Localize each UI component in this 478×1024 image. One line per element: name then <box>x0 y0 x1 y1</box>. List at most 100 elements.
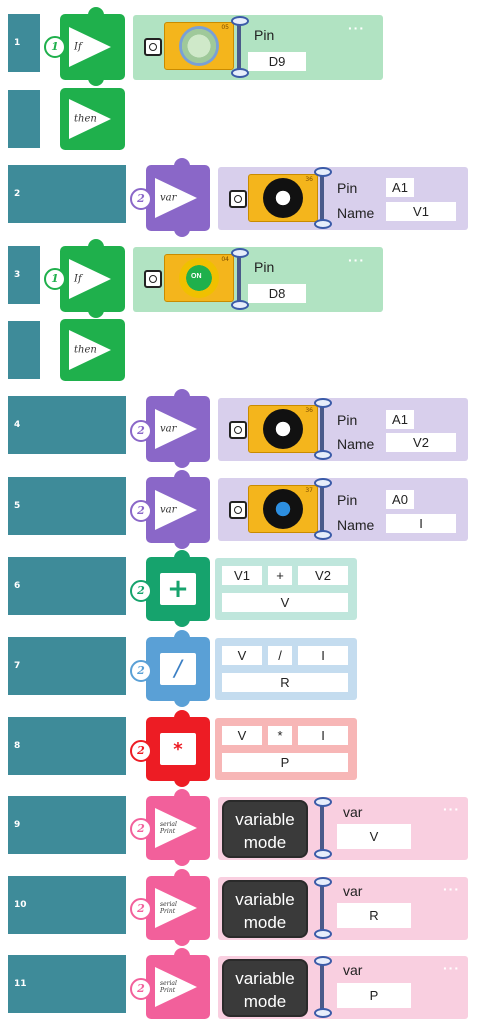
right-operand-field[interactable]: I <box>298 646 348 665</box>
device-switch-image: ON 04 <box>164 254 234 302</box>
left-operand-field[interactable]: V1 <box>222 566 262 585</box>
row-number-2[interactable]: 2 <box>8 165 126 223</box>
pin-label: Pin <box>254 27 275 43</box>
row-number-8[interactable]: 8 <box>8 717 126 775</box>
left-operand-field[interactable]: V <box>222 646 262 665</box>
var-value-field[interactable]: P <box>337 983 411 1008</box>
refresh-icon[interactable] <box>144 38 162 56</box>
result-field[interactable]: V <box>222 593 348 612</box>
play-triangle-icon <box>155 888 197 928</box>
refresh-icon[interactable] <box>144 270 162 288</box>
name-label: Name <box>337 517 375 533</box>
row-number-7[interactable]: 7 <box>8 637 126 695</box>
play-triangle-icon <box>155 178 197 218</box>
name-label: Name <box>337 205 375 221</box>
row-number-1-then[interactable] <box>8 90 40 148</box>
right-operand-field[interactable]: I <box>298 726 348 745</box>
var-block-5[interactable]: var <box>146 470 210 549</box>
badge-2: 2 <box>130 420 152 442</box>
badge-2: 2 <box>130 898 152 920</box>
pin-value-field[interactable]: A0 <box>386 490 414 509</box>
if-block-3[interactable]: If <box>60 239 125 318</box>
var-value-field[interactable]: R <box>337 903 411 928</box>
if-block-1[interactable]: If <box>60 7 125 86</box>
connector-icon <box>314 478 332 540</box>
row-number-3[interactable]: 3 <box>8 246 40 304</box>
badge-2: 2 <box>130 660 152 682</box>
connector-icon <box>314 877 332 939</box>
more-menu-icon[interactable]: ··· <box>348 252 365 268</box>
more-menu-icon[interactable]: ··· <box>443 881 460 897</box>
connector-icon <box>314 956 332 1018</box>
play-triangle-icon <box>69 27 111 67</box>
connector-icon <box>231 248 249 310</box>
device-voltmeter-image: 36 <box>248 405 318 453</box>
refresh-icon[interactable] <box>229 421 247 439</box>
play-triangle-icon <box>69 99 111 139</box>
right-operand-field[interactable]: V2 <box>298 566 348 585</box>
play-triangle-icon <box>155 808 197 848</box>
row-number-3-then[interactable] <box>8 321 40 379</box>
badge-2: 2 <box>130 500 152 522</box>
row-number-6[interactable]: 6 <box>8 557 126 615</box>
play-triangle-icon <box>69 259 111 299</box>
plus-icon: + <box>160 573 196 605</box>
var-block-4[interactable]: var <box>146 389 210 468</box>
asterisk-icon: * <box>160 733 196 765</box>
operator-field[interactable]: / <box>268 646 292 665</box>
badge-2: 2 <box>130 188 152 210</box>
more-menu-icon[interactable]: ··· <box>443 801 460 817</box>
row-number-5[interactable]: 5 <box>8 477 126 535</box>
var-label: var <box>343 883 363 899</box>
operator-field[interactable]: * <box>268 726 292 745</box>
var-value-field[interactable]: V <box>337 824 411 849</box>
play-triangle-icon <box>155 490 197 530</box>
divide-icon: / <box>160 653 196 685</box>
row-number-4[interactable]: 4 <box>8 396 126 454</box>
divide-block-7[interactable]: / <box>146 630 210 707</box>
connector-icon <box>314 398 332 460</box>
multiply-block-8[interactable]: * <box>146 710 210 787</box>
name-value-field[interactable]: V2 <box>386 433 456 452</box>
add-block-6[interactable]: + <box>146 550 210 627</box>
var-block-2[interactable]: var <box>146 158 210 237</box>
var-label: var <box>343 804 363 820</box>
refresh-icon[interactable] <box>229 190 247 208</box>
more-menu-icon[interactable]: ··· <box>348 20 365 36</box>
row-number-11[interactable]: 11 <box>8 955 126 1013</box>
pin-value-field[interactable]: D9 <box>248 52 306 71</box>
operator-field[interactable]: + <box>268 566 292 585</box>
row-number-10[interactable]: 10 <box>8 876 126 934</box>
pin-value-field[interactable]: A1 <box>386 410 414 429</box>
badge-2: 2 <box>130 818 152 840</box>
badge-2: 2 <box>130 978 152 1000</box>
play-triangle-icon <box>155 967 197 1007</box>
left-operand-field[interactable]: V <box>222 726 262 745</box>
name-value-field[interactable]: V1 <box>386 202 456 221</box>
more-menu-icon[interactable]: ··· <box>443 960 460 976</box>
pin-value-field[interactable]: A1 <box>386 178 414 197</box>
result-field[interactable]: R <box>222 673 348 692</box>
row-number-1[interactable]: 1 <box>8 14 40 72</box>
connector-icon <box>314 167 332 229</box>
refresh-icon[interactable] <box>229 501 247 519</box>
device-button-image: 05 <box>164 22 234 70</box>
pin-label: Pin <box>337 180 358 196</box>
result-field[interactable]: P <box>222 753 348 772</box>
pin-label: Pin <box>254 259 275 275</box>
row-number-9[interactable]: 9 <box>8 796 126 854</box>
then-block-1[interactable]: then <box>60 88 125 150</box>
name-label: Name <box>337 436 375 452</box>
badge-1: 1 <box>44 268 66 290</box>
badge-2: 2 <box>130 740 152 762</box>
pin-value-field[interactable]: D8 <box>248 284 306 303</box>
device-voltmeter-image: 36 <box>248 174 318 222</box>
name-value-field[interactable]: I <box>386 514 456 533</box>
then-block-3[interactable]: then <box>60 319 125 381</box>
